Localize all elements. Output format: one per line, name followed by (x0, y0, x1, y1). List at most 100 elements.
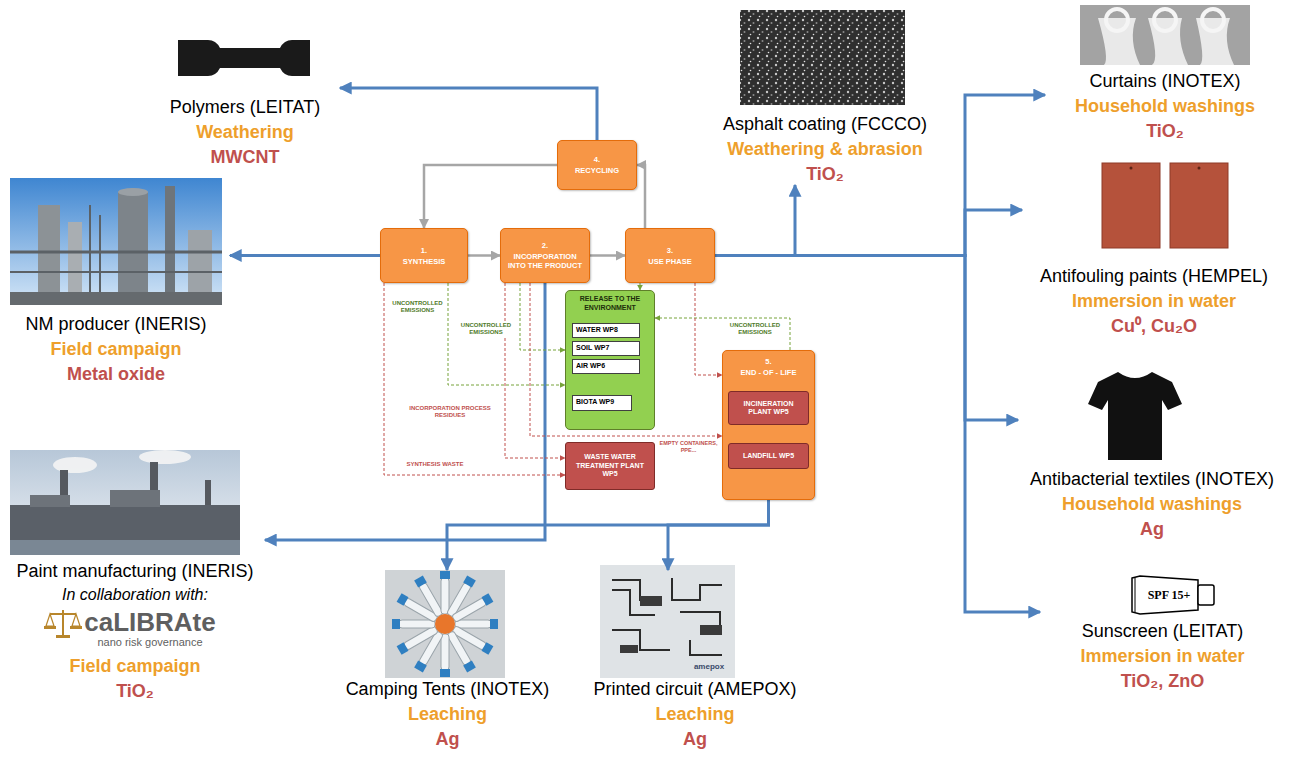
sunscreen-tube (1132, 576, 1214, 614)
flow-arrow (715, 185, 795, 256)
printed-circuit-photo-part (640, 596, 662, 606)
paint-factory-photo-part (10, 505, 240, 541)
tent-rotator-photo-part-part (440, 571, 450, 579)
curtains-photo-part (1098, 18, 1140, 65)
tent-rotator-photo-part (440, 634, 450, 677)
compartment-label: AIR WP6 (576, 362, 636, 371)
tent-rotator-photo-part (440, 571, 450, 614)
caption: Antibacterial textiles (INOTEX) (1030, 468, 1274, 490)
edge-label: EMPTY CONTAINERS, PPE... (657, 440, 720, 453)
nm-plant-photo-part (165, 186, 175, 305)
antifouling-plates-part (1170, 163, 1228, 248)
paint-factory-photo-part (30, 495, 70, 507)
tent-rotator-photo-part (435, 614, 455, 634)
paint-factory-photo-part (10, 450, 240, 555)
material-label: TiO₂, ZnO (1121, 670, 1205, 692)
waste-line (505, 283, 565, 458)
sunscreen-tube-part (1198, 585, 1214, 605)
tent-rotator-photo-part-part (441, 578, 449, 614)
caption: Camping Tents (INOTEX) (346, 678, 550, 700)
stage-number: 1. (421, 246, 427, 255)
flow-arrow (230, 254, 380, 257)
polymer-sample-part (178, 40, 310, 76)
material-label: Ag (436, 728, 460, 750)
stage-name: SYNTHESIS (403, 257, 446, 266)
treatment-box: LANDFILL WP5 (728, 443, 809, 469)
activity-label: Household washings (1075, 95, 1255, 117)
tent-rotator-photo-part-part (414, 576, 427, 588)
case-study: Printed circuit (AMEPOX)LeachingAg (580, 570, 810, 750)
note: In collaboration with: (62, 585, 208, 605)
activity-label: Field campaign (69, 655, 200, 677)
activity-label: Leaching (655, 703, 734, 725)
activity-label: Immersion in water (1080, 645, 1244, 667)
activity-label: Immersion in water (1072, 290, 1236, 312)
tent-rotator-photo-part (451, 593, 493, 623)
logo-text: amepox (688, 662, 730, 672)
activity-label: Field campaign (50, 338, 181, 360)
asphalt-photo-part (740, 10, 905, 105)
tent-rotator-photo-part (397, 625, 439, 655)
waste-line (530, 283, 722, 436)
life-cycle-stage: 1. SYNTHESIS (380, 228, 468, 283)
logo-text: caLIBRAte (54, 608, 215, 636)
antifouling-plates (1102, 163, 1228, 248)
compartment-box: BIOTA WP9 (572, 395, 632, 411)
edge-label: SYNTHESIS WASTE (390, 461, 480, 468)
antifouling-plates-part (1198, 167, 1201, 170)
tent-rotator-photo (385, 570, 505, 678)
curtains-photo (1080, 5, 1250, 65)
flow-arrow (265, 283, 545, 540)
tent-rotator-photo-part-part (481, 642, 493, 655)
waste-line (384, 283, 565, 475)
case-study: Curtains (INOTEX)Household washingsTiO₂ (1045, 5, 1285, 142)
emission-line (520, 283, 565, 350)
paint-factory-photo-part (139, 450, 191, 464)
material-label: MWCNT (211, 146, 280, 168)
printed-circuit-photo-part (700, 625, 722, 635)
box-label: LANDFILL WP5 (743, 452, 794, 461)
nm-plant-photo-part (118, 188, 148, 196)
stage-number: 4. (594, 155, 600, 164)
tent-rotator-photo-part (385, 570, 505, 678)
activity-label: Weathering & abrasion (727, 138, 923, 160)
paint-factory-photo-part (110, 490, 160, 507)
caption: NM producer (INERIS) (25, 313, 206, 335)
treatment-box: WASTE WATER TREATMENT PLANT WP5 (565, 442, 655, 490)
tent-rotator-photo-part (414, 576, 444, 618)
stage-name: END - OF - LIFE (741, 368, 797, 377)
tent-rotator-photo-part-part (455, 620, 491, 628)
stage-number: 2. (542, 241, 548, 250)
caption: Antifouling paints (HEMPEL) (1040, 265, 1268, 287)
tent-rotator-photo-part-part (392, 619, 400, 629)
life-cycle-stage: 4.RECYCLING (557, 140, 637, 190)
sunscreen-tube-part (1135, 578, 1136, 612)
nm-plant-photo-part (10, 292, 222, 305)
curtains-photo-part (1154, 9, 1176, 31)
nm-plant-photo-part (10, 251, 222, 254)
cycle-arrow (590, 254, 625, 257)
edge-label: UNCONTROLLED EMISSIONS (456, 322, 516, 336)
nm-plant-photo-part (89, 205, 91, 305)
sunscreen-tube-part (1132, 576, 1198, 614)
tent-rotator-photo-part-part (399, 620, 435, 628)
emission-line (448, 283, 565, 385)
calibrate-logo-icon (44, 610, 82, 638)
compartment-box: SOIL WP7 (572, 341, 640, 356)
flow-arrow (715, 95, 1045, 256)
life-cycle-stage: 2. INCORPORATION INTO THE PRODUCT (500, 228, 590, 283)
printed-circuit-photo-part (600, 565, 735, 678)
stage-number: 3. (667, 246, 673, 255)
stage-name: INCORPORATION INTO THE PRODUCT (504, 252, 586, 270)
tent-rotator-photo-part-part (397, 593, 409, 606)
box-label: WASTE WATER TREATMENT PLANT WP5 (568, 453, 652, 479)
life-cycle-stage: 5.END - OF - LIFEINCINERATION PLANT WP5L… (722, 350, 815, 500)
tent-rotator-photo-part-part (419, 582, 444, 617)
antifouling-plates-part (1130, 167, 1133, 170)
caption: Asphalt coating (FCCCO) (723, 113, 927, 135)
printed-circuit-photo (600, 565, 735, 678)
nm-plant-photo-part (10, 271, 222, 273)
stage-name: USE PHASE (648, 257, 691, 266)
case-study: Antifouling paints (HEMPEL) Immersion in … (1022, 160, 1286, 337)
